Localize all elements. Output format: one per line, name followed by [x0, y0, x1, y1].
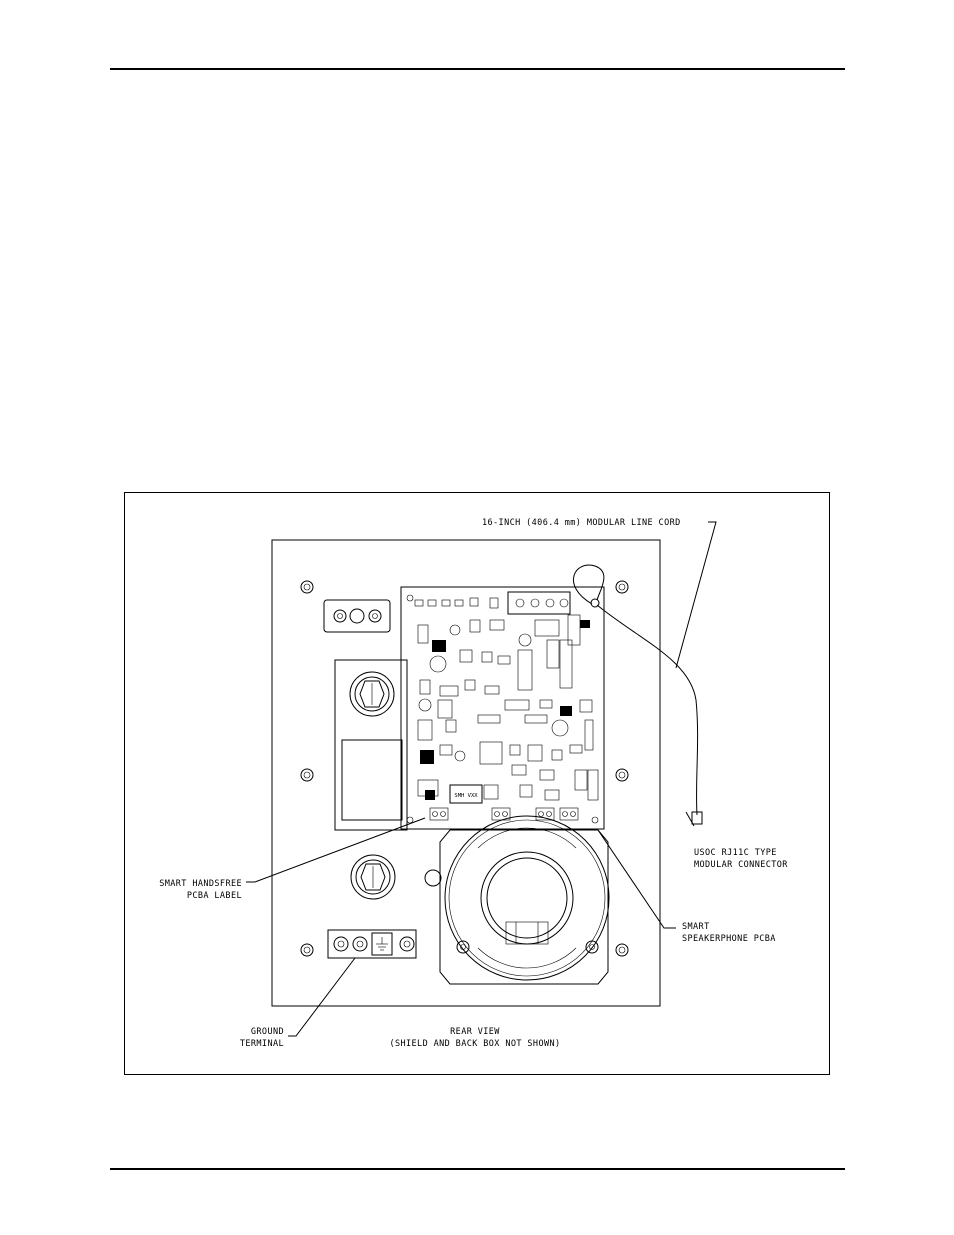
ground-label-line-2: TERMINAL	[240, 1039, 284, 1049]
handsfree-label-line-1: SMART HANDSFREE	[159, 879, 242, 889]
view-caption-line-2: (SHIELD AND BACK BOX NOT SHOWN)	[389, 1039, 560, 1049]
modular-line-cord	[572, 564, 703, 825]
figure-border	[124, 492, 830, 1075]
header-rule	[110, 68, 845, 70]
top-bracket	[323, 599, 391, 633]
left-panel	[334, 659, 408, 831]
leader-lines	[246, 521, 717, 1037]
connector-label-line-2: MODULAR CONNECTOR	[694, 860, 788, 870]
speakerphone-label-line-1: SMART	[682, 922, 710, 932]
handsfree-label-line-2: PCBA LABEL	[187, 891, 242, 901]
speakerphone-label-line-2: SPEAKERPHONE PCBA	[682, 934, 776, 944]
round-hole	[424, 869, 442, 887]
blank-label-area	[341, 739, 403, 821]
footer-rule	[110, 1168, 845, 1170]
plate-mounting-holes	[300, 580, 629, 957]
ground-terminal-strip	[327, 929, 417, 959]
view-caption-line-1: REAR VIEW	[450, 1027, 500, 1037]
connector-label-line-1: USOC RJ11C TYPE	[694, 848, 777, 858]
line-cord-label: 16-INCH (406.4 mm) MODULAR LINE CORD	[482, 518, 681, 528]
pcba-label-text: SMH VXX	[454, 793, 478, 799]
speaker	[439, 815, 610, 985]
speakerphone-pcba: SMH VXX	[400, 586, 605, 830]
pcba-label-box	[449, 784, 483, 804]
mounting-plate	[271, 539, 661, 1007]
ground-label-line-1: GROUND	[251, 1027, 284, 1037]
upper-push-button	[349, 671, 395, 717]
lower-push-button	[350, 854, 396, 900]
